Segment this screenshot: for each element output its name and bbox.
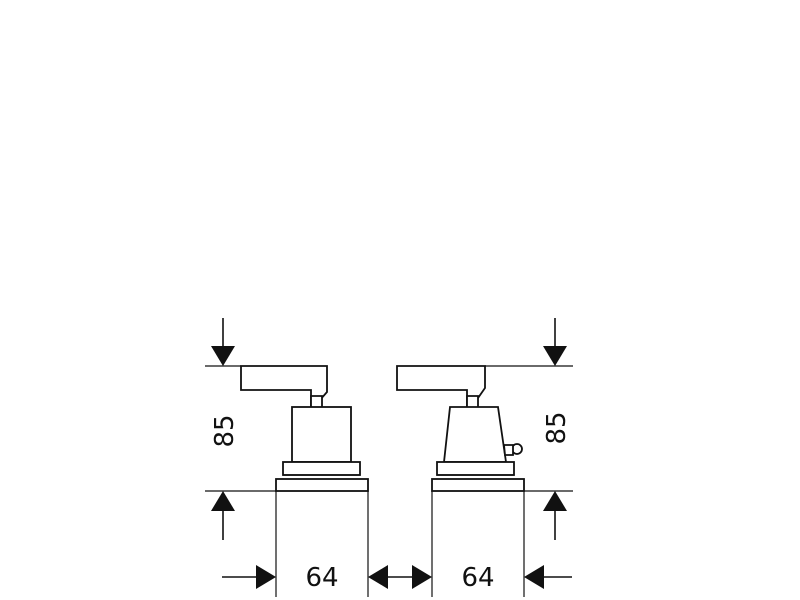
left-valve [240,365,369,492]
left-width-arrow-left [256,565,276,589]
left-height-label: 85 [210,414,240,447]
left-valve-body [291,406,352,463]
right-width-dimension: 64 [461,563,572,593]
left-width-label: 64 [305,563,338,593]
left-height-arrow-top [211,346,235,366]
right-height-dimension: 85 [485,318,573,540]
right-width-arrow-right [524,565,544,589]
right-height-label: 85 [542,411,572,444]
right-height-arrow-top [543,346,567,366]
left-valve-upper-plate [282,461,361,476]
right-width-label: 64 [461,563,494,593]
left-height-dimension: 85 [205,318,276,540]
center-arrow-right [412,565,432,589]
left-valve-lower-plate [275,478,369,492]
right-height-arrow-bottom [543,491,567,511]
right-valve [396,365,525,492]
right-valve-lower-plate [431,478,525,492]
right-valve-body [442,406,508,463]
center-spacing-dimension [368,565,432,589]
left-height-arrow-bottom [211,491,235,511]
right-valve-upper-plate [436,461,515,476]
left-width-dimension: 64 [222,563,339,593]
center-arrow-left [368,565,388,589]
